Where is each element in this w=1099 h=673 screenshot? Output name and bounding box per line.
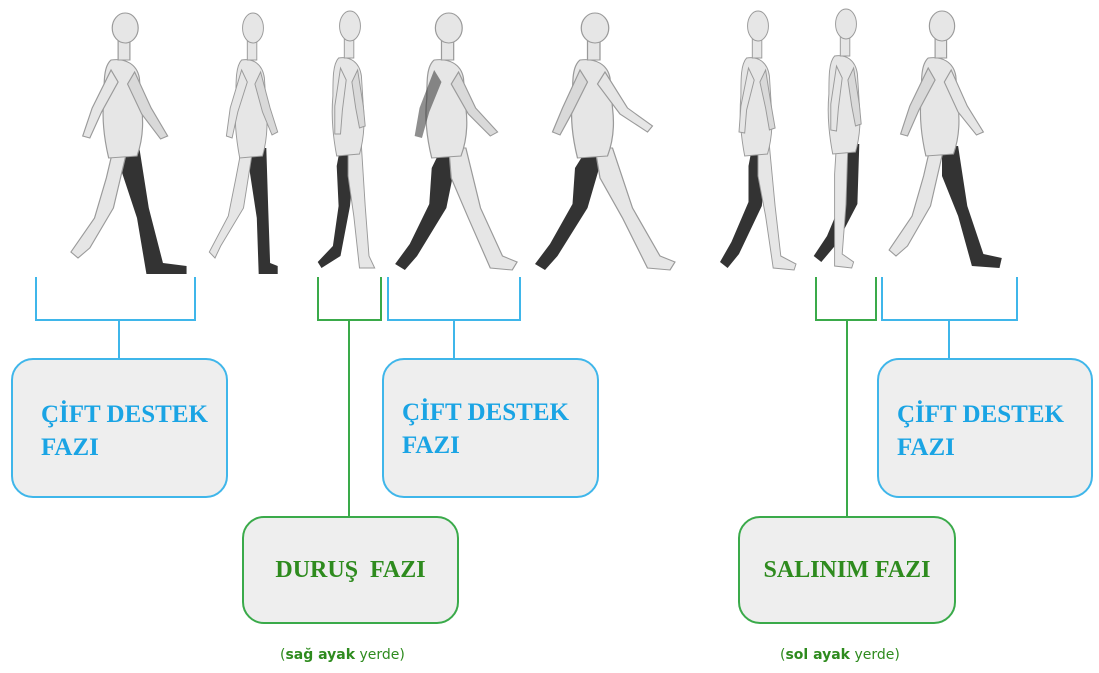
double-support-phase-box-2: ÇİFT DESTEK FAZI (382, 358, 599, 498)
walking-figure-7 (813, 8, 862, 269)
double-support-phase-box-1: ÇİFT DESTEK FAZI (11, 358, 228, 498)
bracket-double-support-2 (387, 277, 521, 358)
stance-caption-rest: yerde) (355, 647, 405, 663)
bracket-swing (815, 277, 877, 516)
walking-figure-5 (535, 12, 676, 271)
phase-brackets (35, 277, 1018, 516)
swing-caption-bold: sol ayak (785, 647, 850, 663)
stance-caption: (sağ ayak yerde) (280, 647, 405, 663)
swing-caption: (sol ayak yerde) (780, 647, 900, 663)
stance-phase-label: DURUŞ FAZI (275, 556, 426, 583)
walking-figure-2 (208, 12, 279, 274)
double-support-phase-box-3: ÇİFT DESTEK FAZI (877, 358, 1093, 498)
bracket-double-support-1 (35, 277, 196, 358)
bracket-double-support-3 (881, 277, 1018, 358)
double-support-phase-label-1: ÇİFT DESTEK FAZI (41, 401, 208, 461)
swing-caption-open: ( (780, 647, 786, 663)
bracket-stance (317, 277, 382, 516)
walking-figures (70, 8, 1002, 275)
walking-figure-8 (888, 10, 1002, 268)
swing-phase-box: SALINIM FAZI (738, 516, 956, 624)
stance-caption-open: ( (280, 647, 286, 663)
stance-caption-bold: sağ ayak (285, 647, 356, 663)
swing-phase-label: SALINIM FAZI (763, 556, 931, 583)
stance-phase-box: DURUŞ FAZI (242, 516, 459, 624)
double-support-phase-label-3: ÇİFT DESTEK FAZI (897, 401, 1064, 461)
walking-figure-1 (70, 12, 188, 275)
walking-figure-4 (395, 12, 518, 271)
walking-figure-6 (720, 10, 797, 271)
walking-figure-3 (317, 10, 376, 269)
double-support-phase-label-2: ÇİFT DESTEK FAZI (402, 399, 569, 459)
swing-caption-rest: yerde) (850, 647, 900, 663)
